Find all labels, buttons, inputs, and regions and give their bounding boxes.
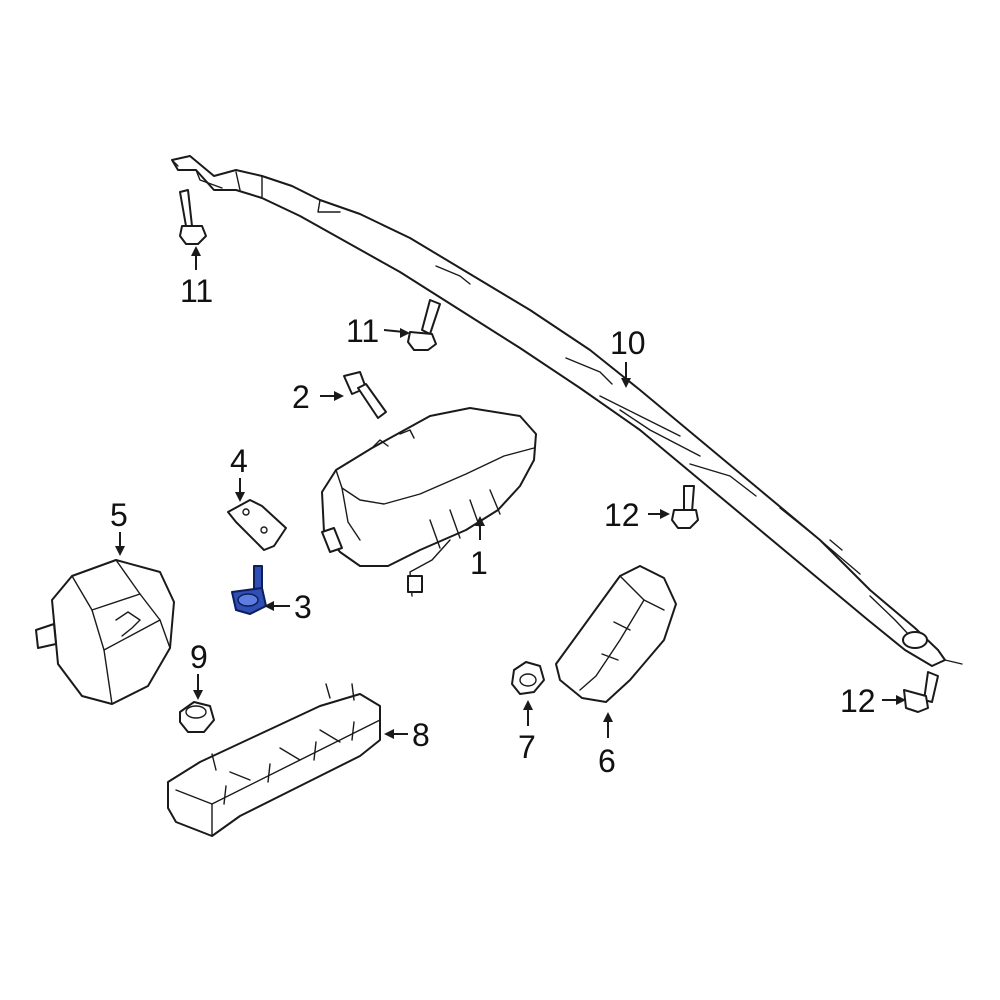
callout-3: 3 (294, 589, 312, 625)
callout-7: 7 (518, 729, 536, 765)
bolt-3-part-highlighted[interactable] (231, 565, 267, 615)
callout-11-top: 11 (180, 273, 213, 309)
callout-11-middle: 11 (346, 313, 379, 349)
nut-7-part[interactable] (511, 661, 545, 695)
callout-labels: 11 11 10 2 4 5 1 3 12 12 9 8 7 6 (110, 273, 876, 779)
callout-9: 9 (190, 639, 208, 675)
callout-8: 8 (412, 717, 430, 753)
passenger-airbag-part[interactable] (321, 407, 537, 597)
bolt-11a-part[interactable] (179, 189, 207, 245)
callout-1: 1 (470, 545, 488, 581)
callout-5: 5 (110, 497, 128, 533)
callout-arrows (115, 246, 906, 739)
callout-12-lower: 12 (840, 683, 876, 719)
knee-airbag-part[interactable] (167, 683, 381, 837)
seat-airbag-part[interactable] (555, 565, 677, 703)
callout-4: 4 (230, 443, 248, 479)
callout-10: 10 (610, 325, 646, 361)
bolt-12a-part[interactable] (671, 485, 699, 529)
callout-2: 2 (292, 379, 310, 415)
bolt-2-part[interactable] (343, 371, 387, 419)
bolt-12b-part[interactable] (903, 671, 939, 713)
nut-9-part[interactable] (179, 701, 215, 733)
curtain-airbag-part[interactable] (171, 155, 963, 667)
bolt-11b-part[interactable] (407, 299, 441, 351)
bracket-part[interactable] (227, 499, 287, 551)
callout-12-upper: 12 (604, 497, 640, 533)
callout-6: 6 (598, 743, 616, 779)
driver-airbag-part[interactable] (35, 559, 175, 705)
